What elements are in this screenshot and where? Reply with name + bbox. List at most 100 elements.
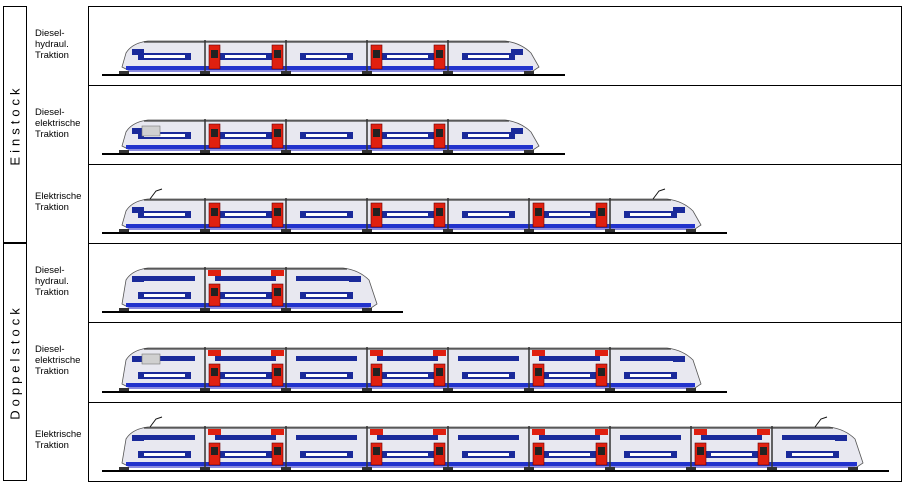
bogie <box>200 71 210 74</box>
upper-door-mark <box>757 429 770 435</box>
bogie <box>362 467 372 470</box>
blue-stripe <box>126 383 695 387</box>
window-glare <box>387 374 428 377</box>
door-window <box>211 50 218 58</box>
train-drawing <box>102 416 889 472</box>
window-glare <box>792 453 833 456</box>
train-body <box>119 416 864 470</box>
window-glare <box>630 213 671 216</box>
bogie <box>524 150 534 153</box>
door-window <box>436 368 443 376</box>
door-window <box>436 50 443 58</box>
bogie <box>281 467 291 470</box>
door-window <box>373 50 380 58</box>
bogie <box>281 308 291 311</box>
upper-window-band <box>458 435 519 440</box>
bogie <box>119 229 129 232</box>
pantograph <box>149 188 163 200</box>
upper-window-band <box>215 356 276 361</box>
traction-label-line: Traktion <box>35 440 69 451</box>
bogie <box>686 388 696 391</box>
pantograph <box>149 416 163 428</box>
door-window <box>274 288 281 296</box>
bogie <box>200 388 210 391</box>
upper-door-mark <box>532 350 545 356</box>
window-glare <box>549 213 590 216</box>
window-glare <box>468 55 509 58</box>
upper-window-band <box>215 276 276 281</box>
traction-label-line: Traktion <box>35 286 69 298</box>
upper-window-band <box>782 435 843 440</box>
train-drawing <box>102 188 727 234</box>
door-window <box>274 50 281 58</box>
train-body <box>119 267 378 311</box>
window-glare <box>306 453 347 456</box>
upper-door-mark <box>208 429 221 435</box>
upper-door-mark <box>595 429 608 435</box>
window-glare <box>306 134 347 137</box>
front-windshield <box>132 128 144 134</box>
rear-windshield <box>835 435 847 441</box>
bogie <box>200 467 210 470</box>
door-window <box>274 447 281 455</box>
door-window <box>373 129 380 137</box>
upper-door-mark <box>595 350 608 356</box>
window-glare <box>387 134 428 137</box>
traction-label-line: hydraul. <box>35 275 69 287</box>
door-window <box>211 447 218 455</box>
upper-window-band <box>377 356 438 361</box>
upper-door-mark <box>433 429 446 435</box>
group-label-doppelstock-text: Doppelstock <box>7 304 23 420</box>
window-glare <box>468 134 509 137</box>
bogie <box>362 71 372 74</box>
blue-stripe <box>128 70 531 72</box>
rear-windshield <box>511 128 523 134</box>
bogie <box>119 150 129 153</box>
door-window <box>436 129 443 137</box>
bogie <box>200 229 210 232</box>
window-glare <box>225 55 266 58</box>
upper-window-band <box>296 276 357 281</box>
train-body <box>119 119 540 153</box>
upper-window-band <box>458 356 519 361</box>
blue-stripe <box>126 66 533 70</box>
bogie <box>443 229 453 232</box>
window-glare <box>225 213 266 216</box>
bogie <box>767 467 777 470</box>
door-window <box>697 447 704 455</box>
blue-stripe <box>128 149 531 151</box>
bogie <box>200 150 210 153</box>
bogie <box>119 71 129 74</box>
bogie <box>119 388 129 391</box>
pantograph <box>814 416 828 428</box>
bogie <box>281 229 291 232</box>
door-window <box>211 129 218 137</box>
window-glare <box>144 134 185 137</box>
bogie <box>281 388 291 391</box>
upper-window-band <box>215 435 276 440</box>
window-glare <box>549 374 590 377</box>
group-label-einstock-text: Einstock <box>7 83 23 166</box>
blue-stripe <box>126 145 533 149</box>
upper-door-mark <box>694 429 707 435</box>
train-shell <box>121 426 864 468</box>
window-glare <box>144 453 185 456</box>
traction-label: Diesel-hydraul.Traktion <box>35 28 87 61</box>
blue-stripe <box>126 303 371 307</box>
bogie <box>443 467 453 470</box>
window-glare <box>468 213 509 216</box>
bogie <box>362 308 372 311</box>
bogie <box>281 71 291 74</box>
window-glare <box>144 294 185 297</box>
upper-window-band <box>539 356 600 361</box>
window-glare <box>630 374 671 377</box>
bogie <box>605 388 615 391</box>
upper-window-band <box>701 435 762 440</box>
door-window <box>598 208 605 216</box>
front-windshield <box>132 49 144 55</box>
door-window <box>436 447 443 455</box>
engine-grille <box>141 125 161 137</box>
upper-door-mark <box>433 350 446 356</box>
